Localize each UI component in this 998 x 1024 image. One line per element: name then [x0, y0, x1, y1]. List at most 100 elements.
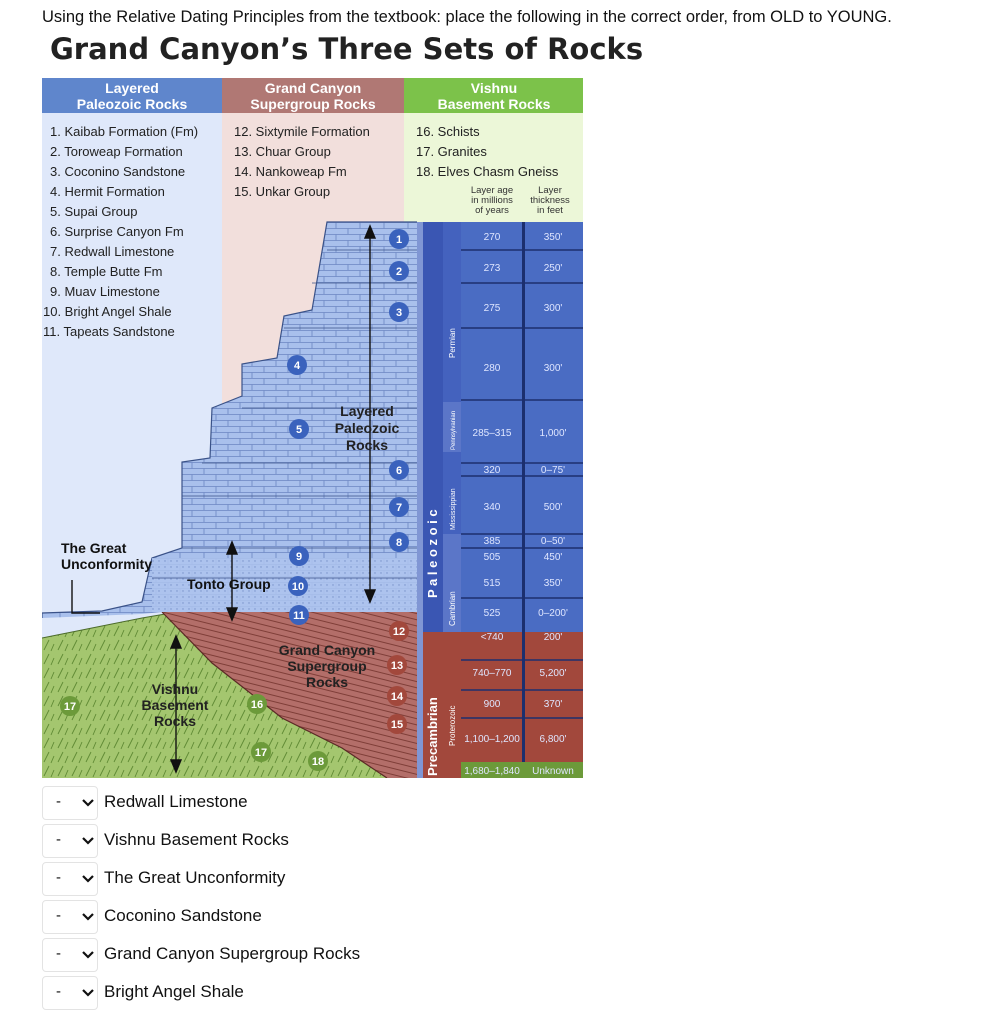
period-proterozoic: Proterozoic — [448, 706, 457, 746]
layer-thickness-8: 0–50' — [541, 536, 565, 547]
layer-age-8: 385 — [484, 536, 501, 547]
formation-10: 10. Bright Angel Shale — [43, 304, 172, 319]
layer-thickness-13: 5,200' — [540, 668, 567, 679]
badge-6: 6 — [396, 465, 402, 477]
badge-11: 11 — [293, 610, 305, 622]
age-header-line1: Layer age — [471, 185, 513, 196]
layer-age-11: 525 — [484, 608, 501, 619]
period-pennsylvanian: Pennsylvanian — [451, 411, 457, 450]
grand-canyon-diagram: Layered Paleozoic Rocks Grand Canyon Sup… — [42, 78, 583, 778]
formation-16: 16. Schists — [416, 124, 480, 139]
period-cambrian: Cambrian — [448, 591, 457, 626]
order-dropdown-5[interactable]: - — [42, 938, 98, 972]
order-dropdown-4[interactable]: - — [42, 900, 98, 934]
formation-7: 7. Redwall Limestone — [50, 244, 174, 259]
answer-row: - Redwall Limestone — [42, 784, 642, 822]
layer-thickness-16: Unknown — [532, 766, 574, 777]
layer-thickness-14: 370' — [544, 699, 563, 710]
formation-14: 14. Nankoweap Fm — [234, 164, 347, 179]
era-paleozoic: P a l e o z o i c — [425, 509, 440, 598]
badge-1: 1 — [396, 234, 402, 246]
answer-row: - Grand Canyon Supergroup Rocks — [42, 936, 642, 974]
answer-label: Grand Canyon Supergroup Rocks — [104, 944, 361, 963]
chevron-down-icon — [82, 913, 94, 921]
badge-12: 12 — [393, 626, 405, 638]
formation-9: 9. Muav Limestone — [50, 284, 160, 299]
tonto-group-label: Tonto Group — [187, 576, 271, 592]
thickness-header-line3: in feet — [537, 205, 563, 216]
period-mississippian: Mississippian — [450, 488, 457, 530]
supergroup-label-line2: Supergroup — [287, 658, 366, 674]
badge-5: 5 — [296, 424, 302, 436]
badge-8: 8 — [396, 537, 402, 549]
formation-11: 11. Tapeats Sandstone — [43, 324, 175, 339]
badge-17: 17 — [255, 747, 267, 759]
layer-thickness-15: 6,800' — [540, 734, 567, 745]
figure-title: Grand Canyon’s Three Sets of Rocks — [50, 32, 644, 66]
layer-age-9: 505 — [484, 552, 501, 563]
layer-age-2: 273 — [484, 263, 501, 274]
era-precambrian: Precambrian — [425, 697, 440, 776]
dropdown-value: - — [56, 907, 61, 924]
answer-row: - The Great Unconformity — [42, 860, 642, 898]
layer-age-6: 320 — [484, 465, 501, 476]
question-instruction: Using the Relative Dating Principles fro… — [42, 8, 892, 26]
layered-label-line2: Paleozoic — [335, 420, 400, 436]
order-dropdown-1[interactable]: - — [42, 786, 98, 820]
formation-15: 15. Unkar Group — [234, 184, 330, 199]
formation-3: 3. Coconino Sandstone — [50, 164, 185, 179]
order-dropdown-3[interactable]: - — [42, 862, 98, 896]
answer-label: Vishnu Basement Rocks — [104, 830, 289, 849]
formation-2: 2. Toroweap Formation — [50, 144, 183, 159]
dropdown-value: - — [56, 945, 61, 962]
vishnu-label-line2: Basement — [142, 697, 209, 713]
layer-thickness-10: 350' — [544, 578, 563, 589]
thickness-header-line2: thickness — [530, 195, 570, 206]
badge-2: 2 — [396, 266, 402, 278]
order-dropdown-2[interactable]: - — [42, 824, 98, 858]
layer-age-13: 740–770 — [473, 668, 512, 679]
badge-17-left: 17 — [64, 701, 76, 713]
answer-label: Coconino Sandstone — [104, 906, 262, 925]
answer-list: - Redwall Limestone - Vishnu Basement Ro… — [42, 784, 642, 1012]
thickness-header-line1: Layer — [538, 185, 562, 196]
formation-12: 12. Sixtymile Formation — [234, 124, 370, 139]
chevron-down-icon — [82, 951, 94, 959]
layer-thickness-11: 0–200' — [538, 608, 568, 619]
chevron-down-icon — [82, 799, 94, 807]
supergroup-header-line2: Supergroup Rocks — [250, 96, 375, 112]
badge-16: 16 — [251, 699, 263, 711]
layer-thickness-5: 1,000' — [540, 428, 567, 439]
order-dropdown-6[interactable]: - — [42, 976, 98, 1010]
chevron-down-icon — [82, 875, 94, 883]
layer-age-1: 270 — [484, 232, 501, 243]
period-permian: Permian — [448, 328, 457, 358]
formation-6: 6. Surprise Canyon Fm — [50, 224, 184, 239]
badge-18: 18 — [312, 756, 324, 768]
badge-13: 13 — [391, 660, 403, 672]
layered-label-line3: Rocks — [346, 437, 388, 453]
paleozoic-header-line1: Layered — [105, 80, 159, 96]
formation-18: 18. Elves Chasm Gneiss — [416, 164, 559, 179]
layer-thickness-6: 0–75' — [541, 465, 565, 476]
dropdown-value: - — [56, 831, 61, 848]
layer-age-3: 275 — [484, 303, 501, 314]
unconformity-label-line2: Unconformity — [61, 556, 152, 572]
supergroup-label-line1: Grand Canyon — [279, 642, 375, 658]
badge-10: 10 — [292, 581, 304, 593]
formation-5: 5. Supai Group — [50, 204, 137, 219]
formation-13: 13. Chuar Group — [234, 144, 331, 159]
layer-thickness-9: 450' — [544, 552, 563, 563]
vishnu-label-line3: Rocks — [154, 713, 196, 729]
chevron-down-icon — [82, 989, 94, 997]
layer-thickness-3: 300' — [544, 303, 563, 314]
paleozoic-header-line2: Paleozoic Rocks — [77, 96, 188, 112]
layer-age-14: 900 — [484, 699, 501, 710]
badge-4: 4 — [294, 360, 301, 372]
layer-age-7: 340 — [484, 502, 501, 513]
dropdown-value: - — [56, 793, 61, 810]
layer-age-15: 1,100–1,200 — [464, 734, 520, 745]
answer-row: - Bright Angel Shale — [42, 974, 642, 1012]
dropdown-value: - — [56, 869, 61, 886]
layered-label-line1: Layered — [340, 403, 394, 419]
